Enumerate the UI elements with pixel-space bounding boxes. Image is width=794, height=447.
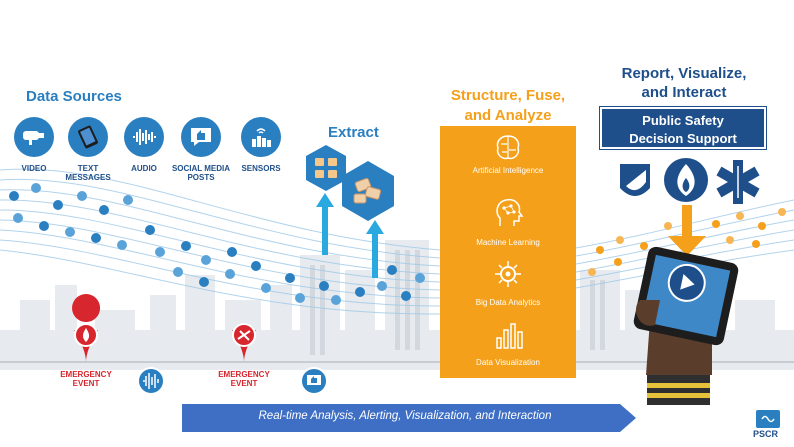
- brain-circuit-icon: [496, 135, 520, 160]
- head-network-icon: [496, 198, 524, 226]
- data-sources-heading: Data Sources: [26, 88, 122, 105]
- fire-badge: [664, 158, 708, 202]
- emergency-pin-2: [232, 323, 256, 362]
- banner-text: Real-time Analysis, Alerting, Visualizat…: [258, 410, 552, 422]
- extract-arrows: [316, 193, 384, 278]
- video-label: VIDEO: [21, 164, 47, 173]
- report-arrow: [668, 205, 706, 256]
- banner-arrow: [182, 404, 636, 432]
- analysis-step-label: Machine Learning: [476, 238, 540, 247]
- analysis-panel: Artificial Intelligence Machine Learning…: [440, 126, 576, 378]
- audio-wave-icon: [124, 117, 164, 157]
- extract-hex-large: [342, 161, 394, 221]
- analysis-step-label: Big Data Analytics: [475, 298, 541, 307]
- hand-holding-tablet: [633, 246, 739, 405]
- police-shield-badge: [620, 164, 650, 196]
- extract-heading: Extract: [328, 124, 379, 141]
- video-camera-icon: [14, 117, 54, 157]
- structure-heading: Structure, Fuse,and Analyze: [450, 87, 566, 124]
- data-stream-dots: [9, 183, 786, 305]
- medical-star-badge: [716, 160, 760, 204]
- bar-chart-icon: [496, 323, 523, 349]
- sensor-city-icon: [241, 117, 281, 157]
- analysis-step-label: Artificial Intelligence: [472, 166, 544, 175]
- event-social-icon: [300, 367, 328, 395]
- pscr-logo: [756, 410, 780, 428]
- extract-hex-small: [306, 145, 346, 191]
- gear-network-icon: [495, 261, 521, 287]
- pscr-logo-text: PSCR: [753, 429, 779, 439]
- report-heading: Report, Visualize,and Interact: [621, 65, 747, 101]
- data-stream-left: [0, 168, 441, 315]
- audio-label: AUDIO: [131, 164, 157, 173]
- thumbs-up-chat-icon: [181, 117, 221, 157]
- emergency-pin-1: [72, 294, 101, 362]
- smartphone-icon: [68, 117, 108, 157]
- sensors-label: SENSORS: [241, 164, 281, 173]
- analysis-step-label: Data Visualization: [476, 358, 540, 367]
- event-audio-icon: [137, 367, 165, 395]
